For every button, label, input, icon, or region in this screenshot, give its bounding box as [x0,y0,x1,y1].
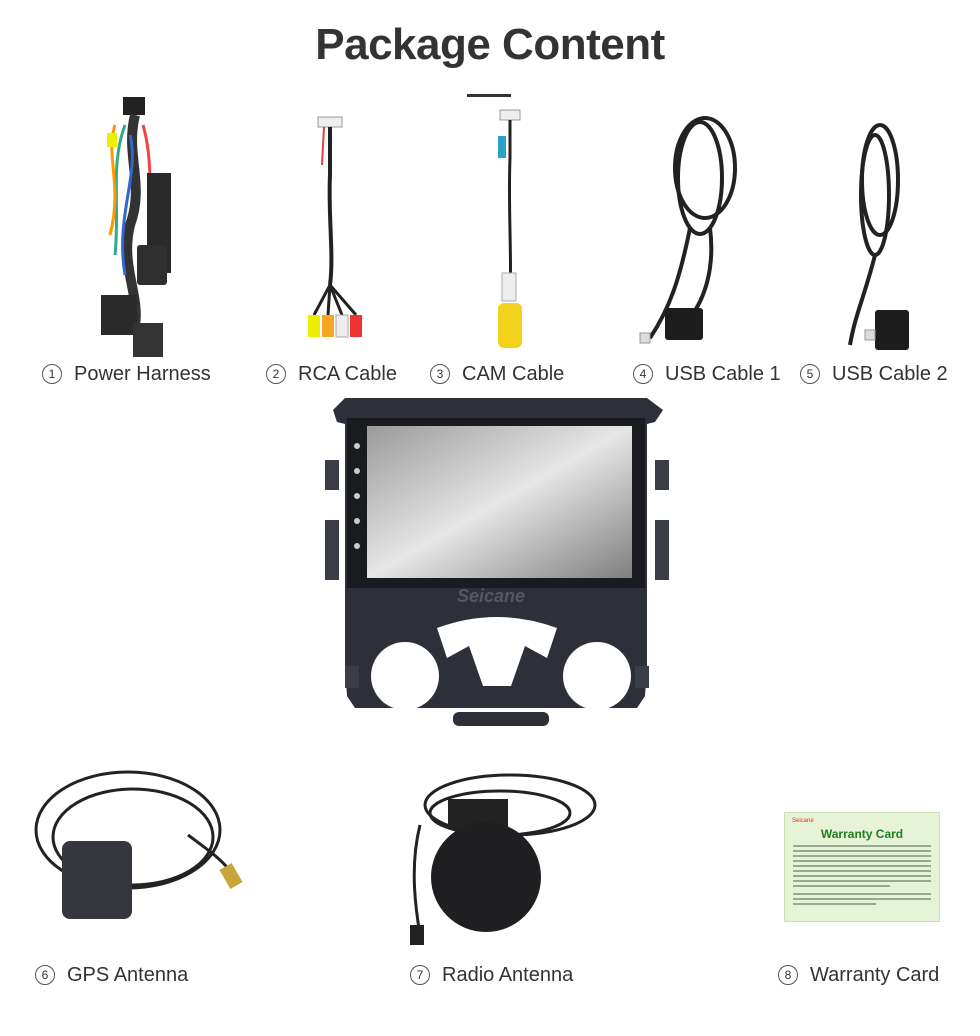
gps-antenna-icon [34,770,243,919]
car-radio-head-unit-icon: Seicane [325,398,669,726]
usb-cable-icon [639,116,737,344]
usb-cable-icon [848,123,909,350]
cam-cable-icon [498,109,522,348]
warranty-card-heading: Warranty Card [820,827,904,841]
page-title: Package Content [315,20,665,69]
power-harness-image [95,95,175,360]
power-harness-icon [101,97,171,357]
warranty-card-image: Seicane Warranty Card [784,812,940,922]
head-unit-image: Seicane [325,396,670,741]
cam-cable-image [490,108,530,358]
warranty-card-fine-print [793,845,931,908]
title-underline [467,94,511,97]
warranty-card-brand: Seicane [792,818,814,824]
gps-antenna-image [28,765,243,925]
watermark-text: Seicane [457,586,525,606]
rca-cable-icon [308,116,362,338]
rca-cable-image [300,115,370,355]
usb-cable-1-image [630,108,750,353]
radio-antenna-image [400,765,600,950]
radio-antenna-icon [410,773,597,945]
usb-cable-2-image [835,115,925,355]
